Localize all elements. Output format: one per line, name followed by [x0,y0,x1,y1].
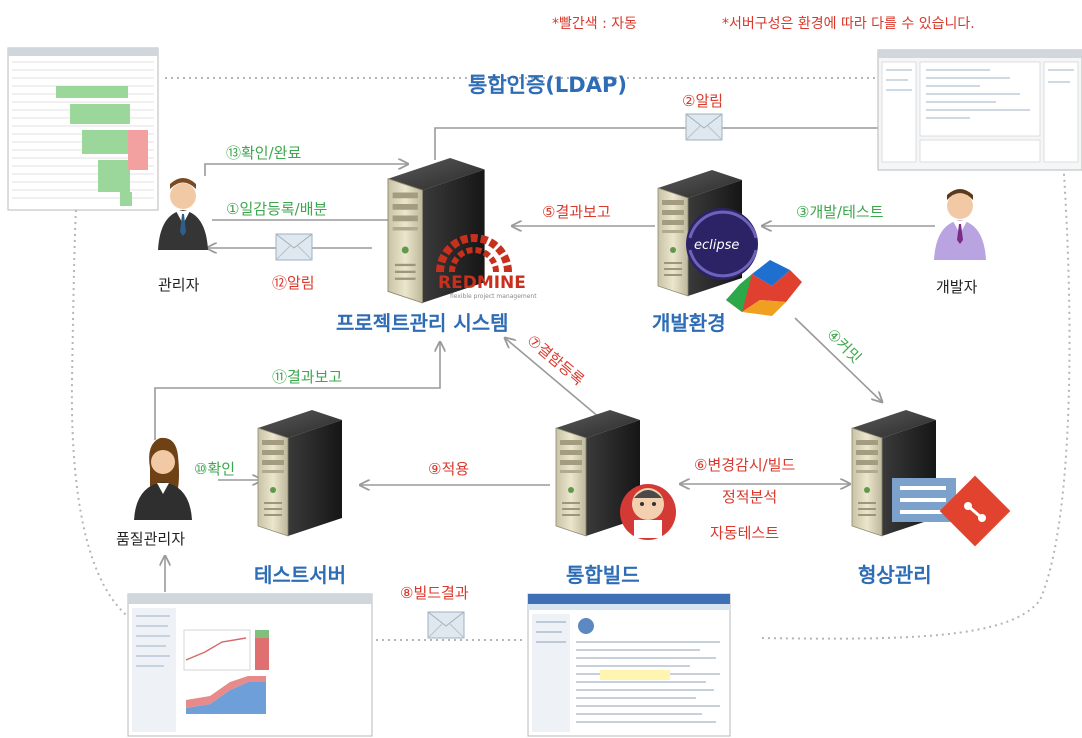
svg-text:REDMINE: REDMINE [438,273,526,293]
label-qa: 품질관리자 [116,530,185,548]
step-10: ⑩확인 [194,460,235,478]
envelope-icon [275,233,313,261]
note-server-config: *서버구성은 환경에 따라 다를 수 있습니다. [722,16,975,32]
label-scm: 형상관리 [858,563,932,587]
eclipse-logo: eclipse [686,208,758,280]
label-dev-env: 개발환경 [652,311,726,335]
step-3: ③개발/테스트 [796,203,884,221]
label-manager: 관리자 [158,276,200,294]
label-build: 통합빌드 [566,563,640,587]
step-2: ②알림 [682,92,723,110]
redmine-logo: REDMINE flexible project management [436,234,537,300]
connectors [154,127,935,592]
step-9: ⑨적용 [428,460,469,478]
envelope-icon [685,113,723,141]
note-red-auto: *빨간색 : 자동 [552,16,637,32]
person-icon [934,189,986,260]
person-icon [134,437,192,520]
screenshot-build-log-thumbnail [527,593,731,737]
label-developer: 개발자 [936,278,978,296]
jenkins-logo [620,484,676,540]
step-1: ①일감등록/배분 [226,200,328,218]
ldap-title: 통합인증(LDAP) [468,73,627,97]
svg-text:eclipse: eclipse [694,238,739,253]
step-13: ⑬확인/완료 [226,144,301,162]
envelope-icon [427,611,465,639]
step-12: ⑫알림 [272,274,315,292]
step-11: ⑪결과보고 [272,368,342,386]
step-5: ⑤결과보고 [542,203,611,221]
step-6-auto-test: 자동테스트 [710,524,779,542]
step-4: ④커밋 [823,325,865,367]
screenshot-test-results-thumbnail [127,593,373,737]
label-test-server: 테스트서버 [254,563,346,587]
person-icon [158,178,208,250]
label-pms: 프로젝트관리 시스템 [336,311,509,335]
step-8: ⑧빌드결과 [400,584,469,602]
visual-studio-logo [726,260,802,316]
svg-text:flexible project management: flexible project management [450,293,537,300]
scm-logo [892,475,1011,547]
screenshot-eclipse-thumbnail [877,49,1082,171]
step-6-static-analysis: 정적분석 [722,488,777,506]
server-tower-icon [257,409,343,537]
screenshot-gantt-thumbnail [7,47,159,211]
step-6: ⑥변경감시/빌드 [694,456,796,474]
